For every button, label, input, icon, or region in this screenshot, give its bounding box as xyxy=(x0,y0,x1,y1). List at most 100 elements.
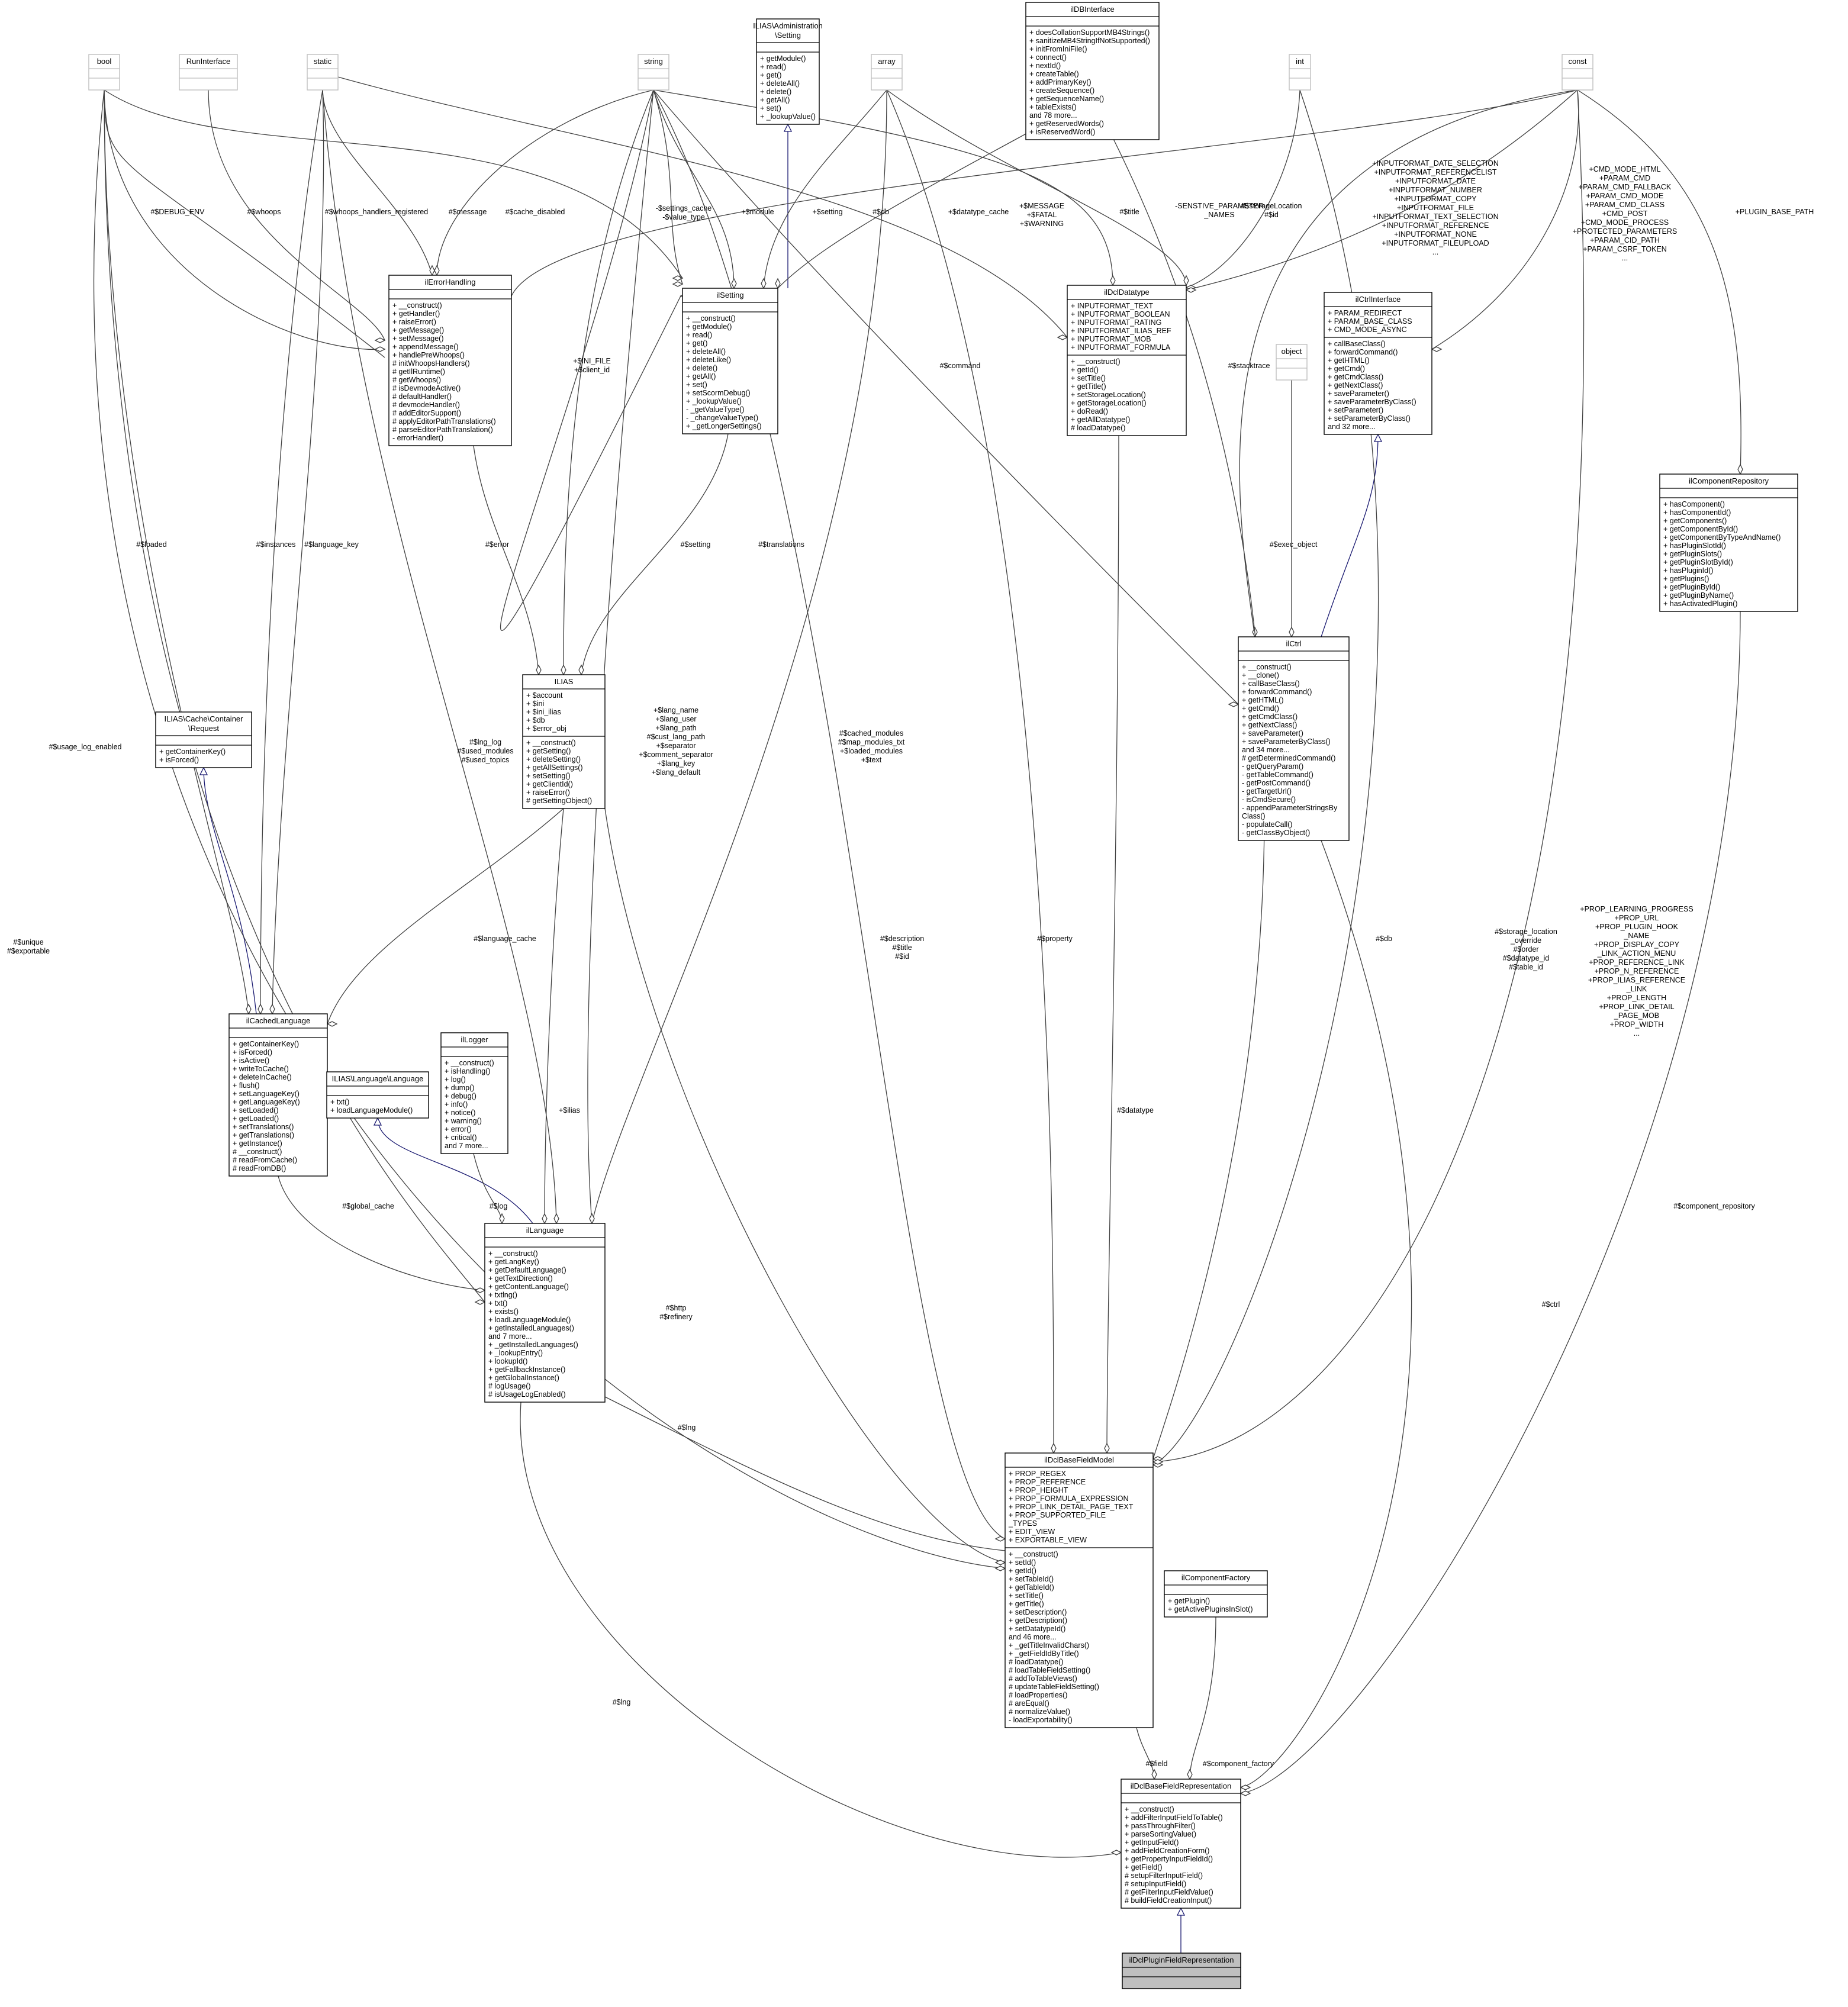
edge-label-ilias-var: +$ilias xyxy=(559,1106,580,1114)
class-title: object xyxy=(1282,347,1302,356)
class-method: + parseSortingValue() xyxy=(1125,1830,1196,1838)
class-title: string xyxy=(644,57,663,66)
class-node-ilcachedlanguage[interactable]: ilCachedLanguage+ getContainerKey()+ isF… xyxy=(228,1013,328,1177)
class-method: # loadProperties() xyxy=(1009,1691,1067,1699)
class-attribute: + $error_obj xyxy=(526,724,566,733)
class-method: - errorHandler() xyxy=(392,434,443,442)
class-method: + getField() xyxy=(1125,1863,1163,1871)
class-box xyxy=(1238,636,1350,841)
class-method: + getComponents() xyxy=(1663,517,1727,525)
usage-edge xyxy=(104,89,249,1014)
class-method: and 32 more... xyxy=(1328,423,1376,431)
class-method: + __construct() xyxy=(1009,1550,1058,1558)
class-node-ilerrorhandling[interactable]: ilErrorHandling+ __construct()+ getHandl… xyxy=(388,275,512,446)
usage-edge xyxy=(473,1153,503,1224)
class-node-string[interactable]: string xyxy=(638,54,669,91)
edge-label-storage-location-id: #$storageLocation#$id xyxy=(1241,202,1302,219)
class-node-static[interactable]: static xyxy=(307,54,339,91)
class-method: + setTitle() xyxy=(1009,1592,1044,1600)
class-node-ildcldatatype[interactable]: ilDclDatatype+ INPUTFORMAT_TEXT+ INPUTFO… xyxy=(1067,285,1187,436)
class-method: - getTargetUrl() xyxy=(1242,787,1292,795)
class-method: + raiseError() xyxy=(392,318,436,326)
class-attribute: + INPUTFORMAT_FORMULA xyxy=(1071,343,1171,352)
class-node-ildclbasefieldmodel[interactable]: ilDclBaseFieldModel+ PROP_REGEX+ PROP_RE… xyxy=(1005,1452,1154,1728)
class-method: # isUsageLogEnabled() xyxy=(488,1390,566,1399)
class-box xyxy=(1289,54,1311,91)
inheritance-arrowhead xyxy=(1373,433,1383,442)
class-method: - getTableCommand() xyxy=(1242,771,1313,779)
class-node-ilcomponentfactory[interactable]: ilComponentFactory+ getPlugin()+ getActi… xyxy=(1164,1570,1268,1618)
usage-edge xyxy=(278,1175,485,1291)
usage-edge xyxy=(93,89,1006,1569)
aggregation-diamond xyxy=(1431,346,1443,352)
class-method: # loadTableFieldSetting() xyxy=(1009,1666,1090,1674)
edge-label-message: #$message xyxy=(449,208,487,216)
class-method: # applyEditorPathTranslations() xyxy=(392,417,496,426)
class-node-ildclpluginfieldrepresentation[interactable]: ilDclPluginFieldRepresentation xyxy=(1122,1953,1241,1989)
class-method: + setTitle() xyxy=(1071,374,1106,382)
class-node-ildclbasefieldrepresentation[interactable]: ilDclBaseFieldRepresentation+ __construc… xyxy=(1121,1779,1241,1909)
class-node-lang_language[interactable]: ILIAS\Language\Language+ txt()+ loadLang… xyxy=(326,1071,429,1119)
class-method: and 7 more... xyxy=(445,1142,488,1150)
class-node-const[interactable]: const xyxy=(1562,54,1593,91)
aggregation-diamond xyxy=(1151,1768,1157,1780)
class-node-object[interactable]: object xyxy=(1276,344,1308,381)
class-attribute: + PROP_REFERENCE xyxy=(1009,1478,1086,1486)
class-method: # getFilterInputFieldValue() xyxy=(1125,1888,1213,1896)
class-method: + deleteAll() xyxy=(686,347,726,356)
usage-edge xyxy=(1431,89,1579,350)
class-node-array[interactable]: array xyxy=(871,54,903,91)
class-node-int[interactable]: int xyxy=(1289,54,1311,91)
class-method: + delete() xyxy=(760,88,791,96)
usage-edge xyxy=(653,89,735,289)
class-attribute: + PROP_HEIGHT xyxy=(1009,1486,1068,1494)
class-method: + raiseError() xyxy=(526,788,570,797)
aggregation-diamond xyxy=(553,1213,559,1225)
class-method: + getPluginById() xyxy=(1663,583,1720,591)
class-node-illogger[interactable]: ilLogger+ __construct()+ isHandling()+ l… xyxy=(440,1032,508,1154)
edge-label-component-factory: #$component_factory xyxy=(1203,1760,1274,1768)
edge-label-db2: #$db xyxy=(1376,935,1392,943)
class-method: + __construct() xyxy=(392,301,442,310)
class-node-ilias[interactable]: ILIAS+ $account+ $ini+ $ini_ilias+ $db+ … xyxy=(522,674,606,809)
class-method: + _getInstalledLanguages() xyxy=(488,1341,578,1349)
class-method: # initWhoopsHandlers() xyxy=(392,359,470,368)
edge-label-sensitive-param: -SENSTIVE_PARAMETER_NAMES xyxy=(1175,202,1264,219)
aggregation-diamond xyxy=(1183,275,1189,286)
class-node-runinterface[interactable]: RunInterface xyxy=(179,54,238,91)
usage-edge xyxy=(1106,435,1119,1454)
class-box xyxy=(179,54,238,91)
class-method: + initFromIniFile() xyxy=(1029,45,1087,53)
class-method: + saveParameter() xyxy=(1328,389,1389,398)
aggregation-diamond xyxy=(994,1565,1006,1571)
class-method: + getFallbackInstance() xyxy=(488,1365,565,1374)
class-node-ilcomponentrepository[interactable]: ilComponentRepository+ hasComponent()+ h… xyxy=(1659,473,1798,612)
class-node-ilctrl[interactable]: ilCtrl+ __construct()+ __clone()+ callBa… xyxy=(1238,636,1350,841)
edge-label-usage-log-enabled: #$usage_log_enabled xyxy=(49,743,121,751)
class-method: + getMessage() xyxy=(392,326,444,334)
class-node-illanguage[interactable]: ilLanguage+ __construct()+ getLangKey()+… xyxy=(484,1223,606,1403)
usage-edge xyxy=(260,89,323,1014)
class-node-cache_request[interactable]: ILIAS\Cache\Container\Request+ getContai… xyxy=(155,711,252,768)
class-node-admin_setting[interactable]: ILIAS\Administration\Setting+ getModule(… xyxy=(753,18,823,125)
aggregation-diamond xyxy=(589,1213,595,1225)
class-method: # defaultHandler() xyxy=(392,392,452,401)
aggregation-diamond xyxy=(994,1560,1006,1565)
class-method: + setId() xyxy=(1009,1558,1036,1567)
class-method: + isReservedWord() xyxy=(1029,128,1095,136)
class-title: array xyxy=(878,57,896,66)
class-node-bool[interactable]: bool xyxy=(88,54,120,91)
class-method: # getWhoops() xyxy=(392,376,441,384)
class-title: ILIAS\Administration xyxy=(753,21,823,30)
class-method: + addFieldCreationForm() xyxy=(1125,1847,1209,1855)
nodes-layer: bool RunInterface static string ILIAS\Admini… xyxy=(88,2,1798,1989)
class-node-ildbinterface[interactable]: ilDBInterface+ doesCollationSupportMB4St… xyxy=(1025,2,1160,140)
class-node-ilctrlinterface[interactable]: ilCtrlInterface+ PARAM_REDIRECT+ PARAM_B… xyxy=(1324,292,1432,435)
class-node-ilsetting[interactable]: ilSetting+ __construct()+ getModule()+ r… xyxy=(682,288,778,434)
class-method: + getSequenceName() xyxy=(1029,95,1104,103)
class-method: + get() xyxy=(760,71,781,79)
class-box xyxy=(522,674,606,809)
edge-label-whoops-handlers-registered: #$whoops_handlers_registered xyxy=(325,208,428,216)
aggregation-diamond xyxy=(429,265,435,276)
edge-label-title: #$title xyxy=(1119,208,1139,216)
